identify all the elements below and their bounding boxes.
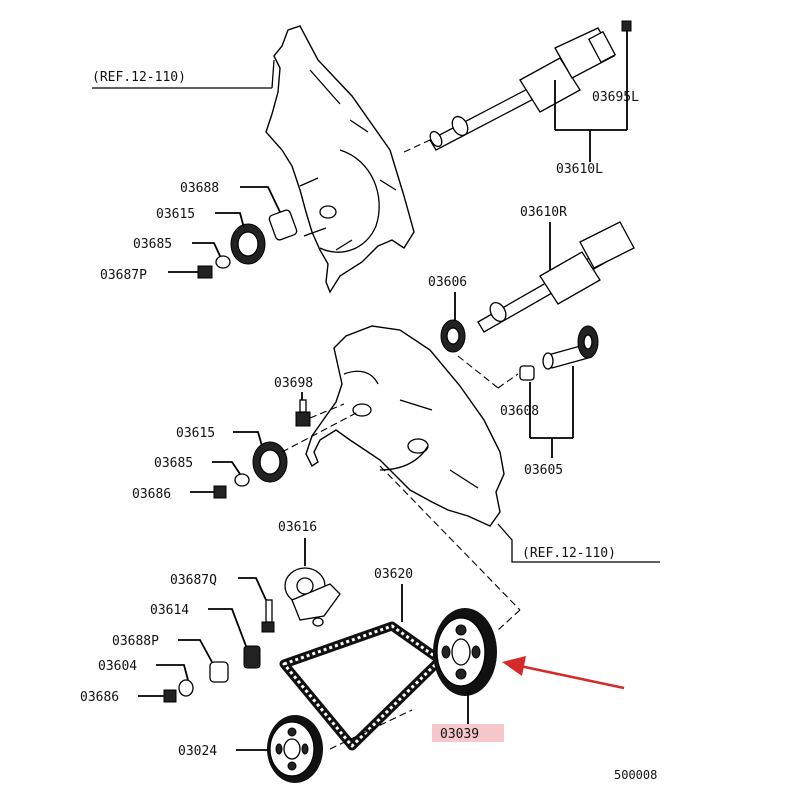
upper-engine-case: [265, 25, 415, 294]
part-label-03686-lower: 03686: [80, 690, 119, 705]
callouts-middle-left: 03698 03615 03685 03686: [132, 376, 313, 502]
sprocket-03039: [433, 608, 497, 696]
callout-03024: 03024: [178, 744, 268, 759]
highlight-03039: [432, 724, 504, 742]
lower-engine-case: [305, 325, 505, 527]
ref-label-bottom: (REF.12-110): [522, 546, 616, 561]
sprocket-03024: [267, 715, 323, 783]
part-label-03039: 03039: [440, 727, 479, 742]
figure-number: 500008: [614, 768, 657, 782]
part-label-03614: 03614: [150, 603, 189, 618]
ref-callout-bottom: (REF.12-110): [497, 523, 660, 563]
pointer-arrow: [502, 656, 625, 690]
callouts-lower-left: 03687Q 03614 03688P 03604 03686: [80, 573, 267, 705]
shaft-03610R: [477, 221, 635, 333]
upper-left-parts: [197, 209, 298, 279]
part-label-03685-upper: 03685: [133, 237, 172, 252]
shaft-03605: [542, 325, 599, 370]
bolt-03687Q: [261, 599, 275, 633]
pin-03688P: [209, 661, 229, 683]
part-label-03608: 03608: [500, 404, 539, 419]
part-label-03606: 03606: [428, 275, 467, 290]
middle-left-parts: [213, 399, 311, 499]
part-label-03695L: 03695L: [592, 90, 639, 105]
callout-03695L: 03695L 03610L: [554, 30, 639, 177]
part-label-03686-middle: 03686: [132, 487, 171, 502]
callout-03620: 03620: [374, 567, 413, 622]
part-label-03615-middle: 03615: [176, 426, 215, 441]
callouts-upper-left: 03688 03615 03685 03687P: [100, 181, 281, 283]
part-label-03687Q: 03687Q: [170, 573, 217, 588]
part-label-03688P: 03688P: [112, 634, 159, 649]
shaft-03610L: [429, 20, 632, 151]
part-label-03615-upper: 03615: [156, 207, 195, 222]
washer-nut-03686: [163, 679, 194, 703]
callout-03606: 03606: [428, 275, 467, 320]
callout-03605: 03608 03605: [500, 366, 574, 478]
part-label-03024: 03024: [178, 744, 217, 759]
part-label-03688: 03688: [180, 181, 219, 196]
ref-label-top: (REF.12-110): [92, 70, 186, 85]
callout-03039: 03039: [432, 692, 504, 742]
part-label-03687P: 03687P: [100, 268, 147, 283]
part-label-03610R: 03610R: [520, 205, 567, 220]
part-label-03604: 03604: [98, 659, 137, 674]
spring-03614: [243, 645, 261, 669]
callout-03610R: 03610R: [520, 205, 567, 270]
sleeve-03608: [519, 365, 535, 381]
tensioner-03616: [284, 567, 341, 627]
part-label-03685-middle: 03685: [154, 456, 193, 471]
part-label-03616: 03616: [278, 520, 317, 535]
callout-03616: 03616: [278, 520, 317, 566]
part-label-03620: 03620: [374, 567, 413, 582]
gear-03606: [440, 319, 466, 353]
part-label-03610L: 03610L: [556, 162, 603, 177]
ref-callout-top: (REF.12-110): [92, 59, 275, 89]
part-label-03605: 03605: [524, 463, 563, 478]
part-label-03698: 03698: [274, 376, 313, 391]
